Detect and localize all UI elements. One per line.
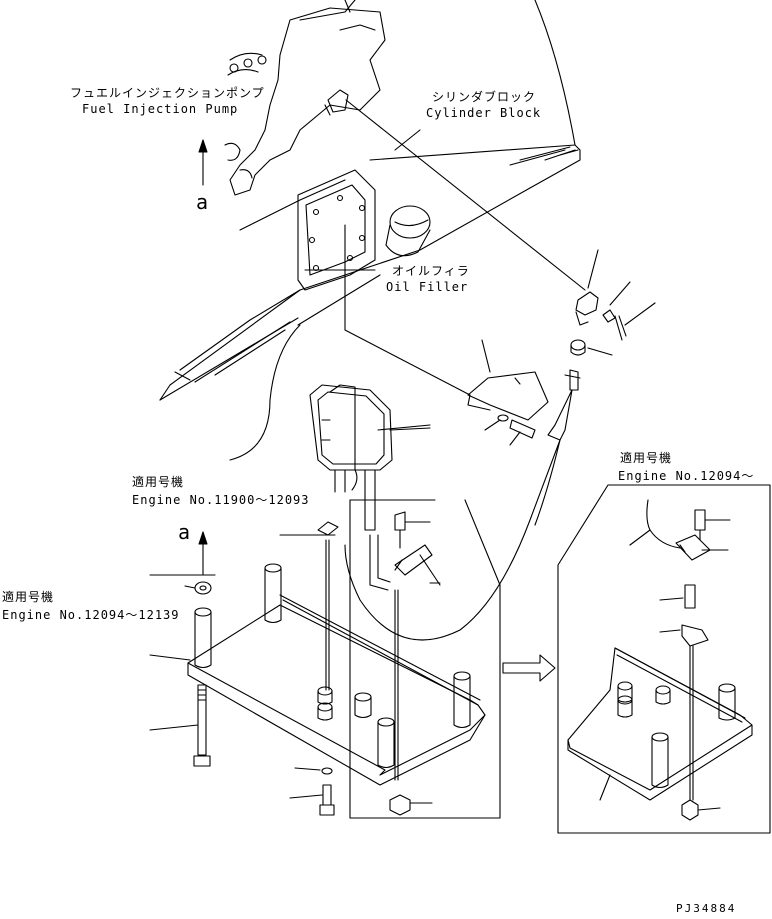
oil-filler [297,169,431,291]
fuel-pump-label-jp: フュエルインジェクションポンプ [70,86,265,100]
mounting-plate [149,539,486,786]
sensor-body [309,384,431,591]
bracket [467,339,549,446]
detail-box-center [349,499,501,819]
engine-range-2-label-en: Engine No.12094～12139 [2,608,180,622]
engine-range-1-label-jp: 適用号機 [132,475,185,489]
engine-range-3-label-en: Engine No.12094～ [618,469,755,483]
view-a-marker-top: a [196,190,209,214]
reference-leaders [389,427,441,584]
engine-range-1-label-en: Engine No.11900～12093 [132,493,310,507]
engine-range-leaders [149,521,339,595]
bolts-lower-left [149,684,335,816]
sensor-fitting-assembly [344,249,656,641]
oil-filler-label-jp: オイルフィラ [392,264,470,278]
cylinder-block-label-jp: シリンダブロック [432,90,537,104]
fuel-injection-pump [224,0,386,196]
cylinder-block [159,0,581,401]
detail-arrow [502,654,556,682]
drawing-number: PJ34884 [676,902,737,915]
engine-range-3-label-jp: 適用号機 [620,451,673,465]
cylinder-block-label-en: Cylinder Block [426,106,542,120]
leader-lines-upper [198,99,586,461]
oil-filler-label-en: Oil Filler [386,280,469,294]
engine-range-2-label-jp: 適用号機 [2,590,55,604]
view-a-marker-left: a [178,520,191,544]
fuel-pump-label-en: Fuel Injection Pump [82,102,239,116]
detail-box-right [557,484,771,834]
